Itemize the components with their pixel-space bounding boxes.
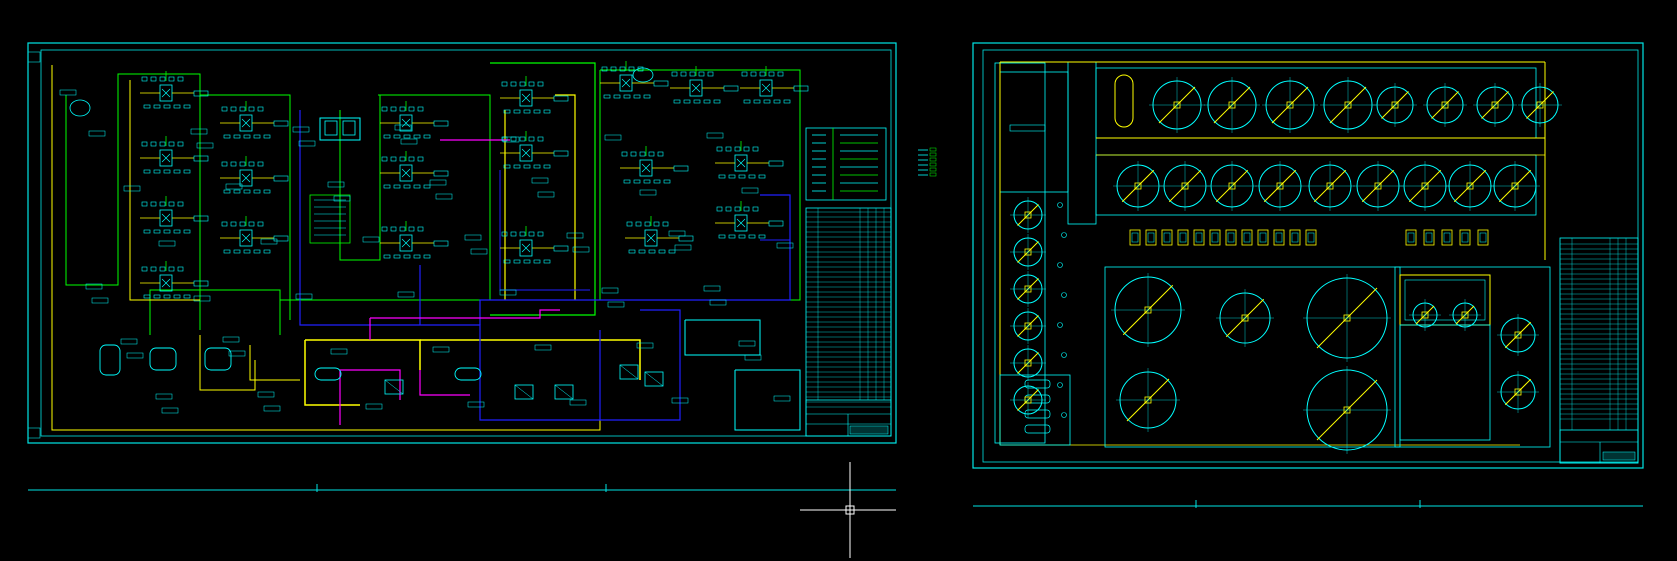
plan-drawing [994, 61, 1562, 454]
frame-corner-box [27, 51, 41, 63]
process-piping [51, 62, 801, 431]
frame-corner-box [27, 427, 41, 439]
floating-legend-symbols [918, 147, 937, 177]
process-equipment [59, 61, 809, 414]
equipment-table [1559, 237, 1639, 464]
equipment-table [805, 207, 892, 437]
sheet-frame-outer [972, 42, 1644, 469]
crosshair-cursor [800, 462, 896, 558]
legend-block [805, 127, 887, 201]
sheet-frame-outer [27, 42, 897, 444]
process-flow-sheet[interactable] [27, 42, 897, 492]
layout-plan-sheet[interactable] [972, 42, 1644, 508]
